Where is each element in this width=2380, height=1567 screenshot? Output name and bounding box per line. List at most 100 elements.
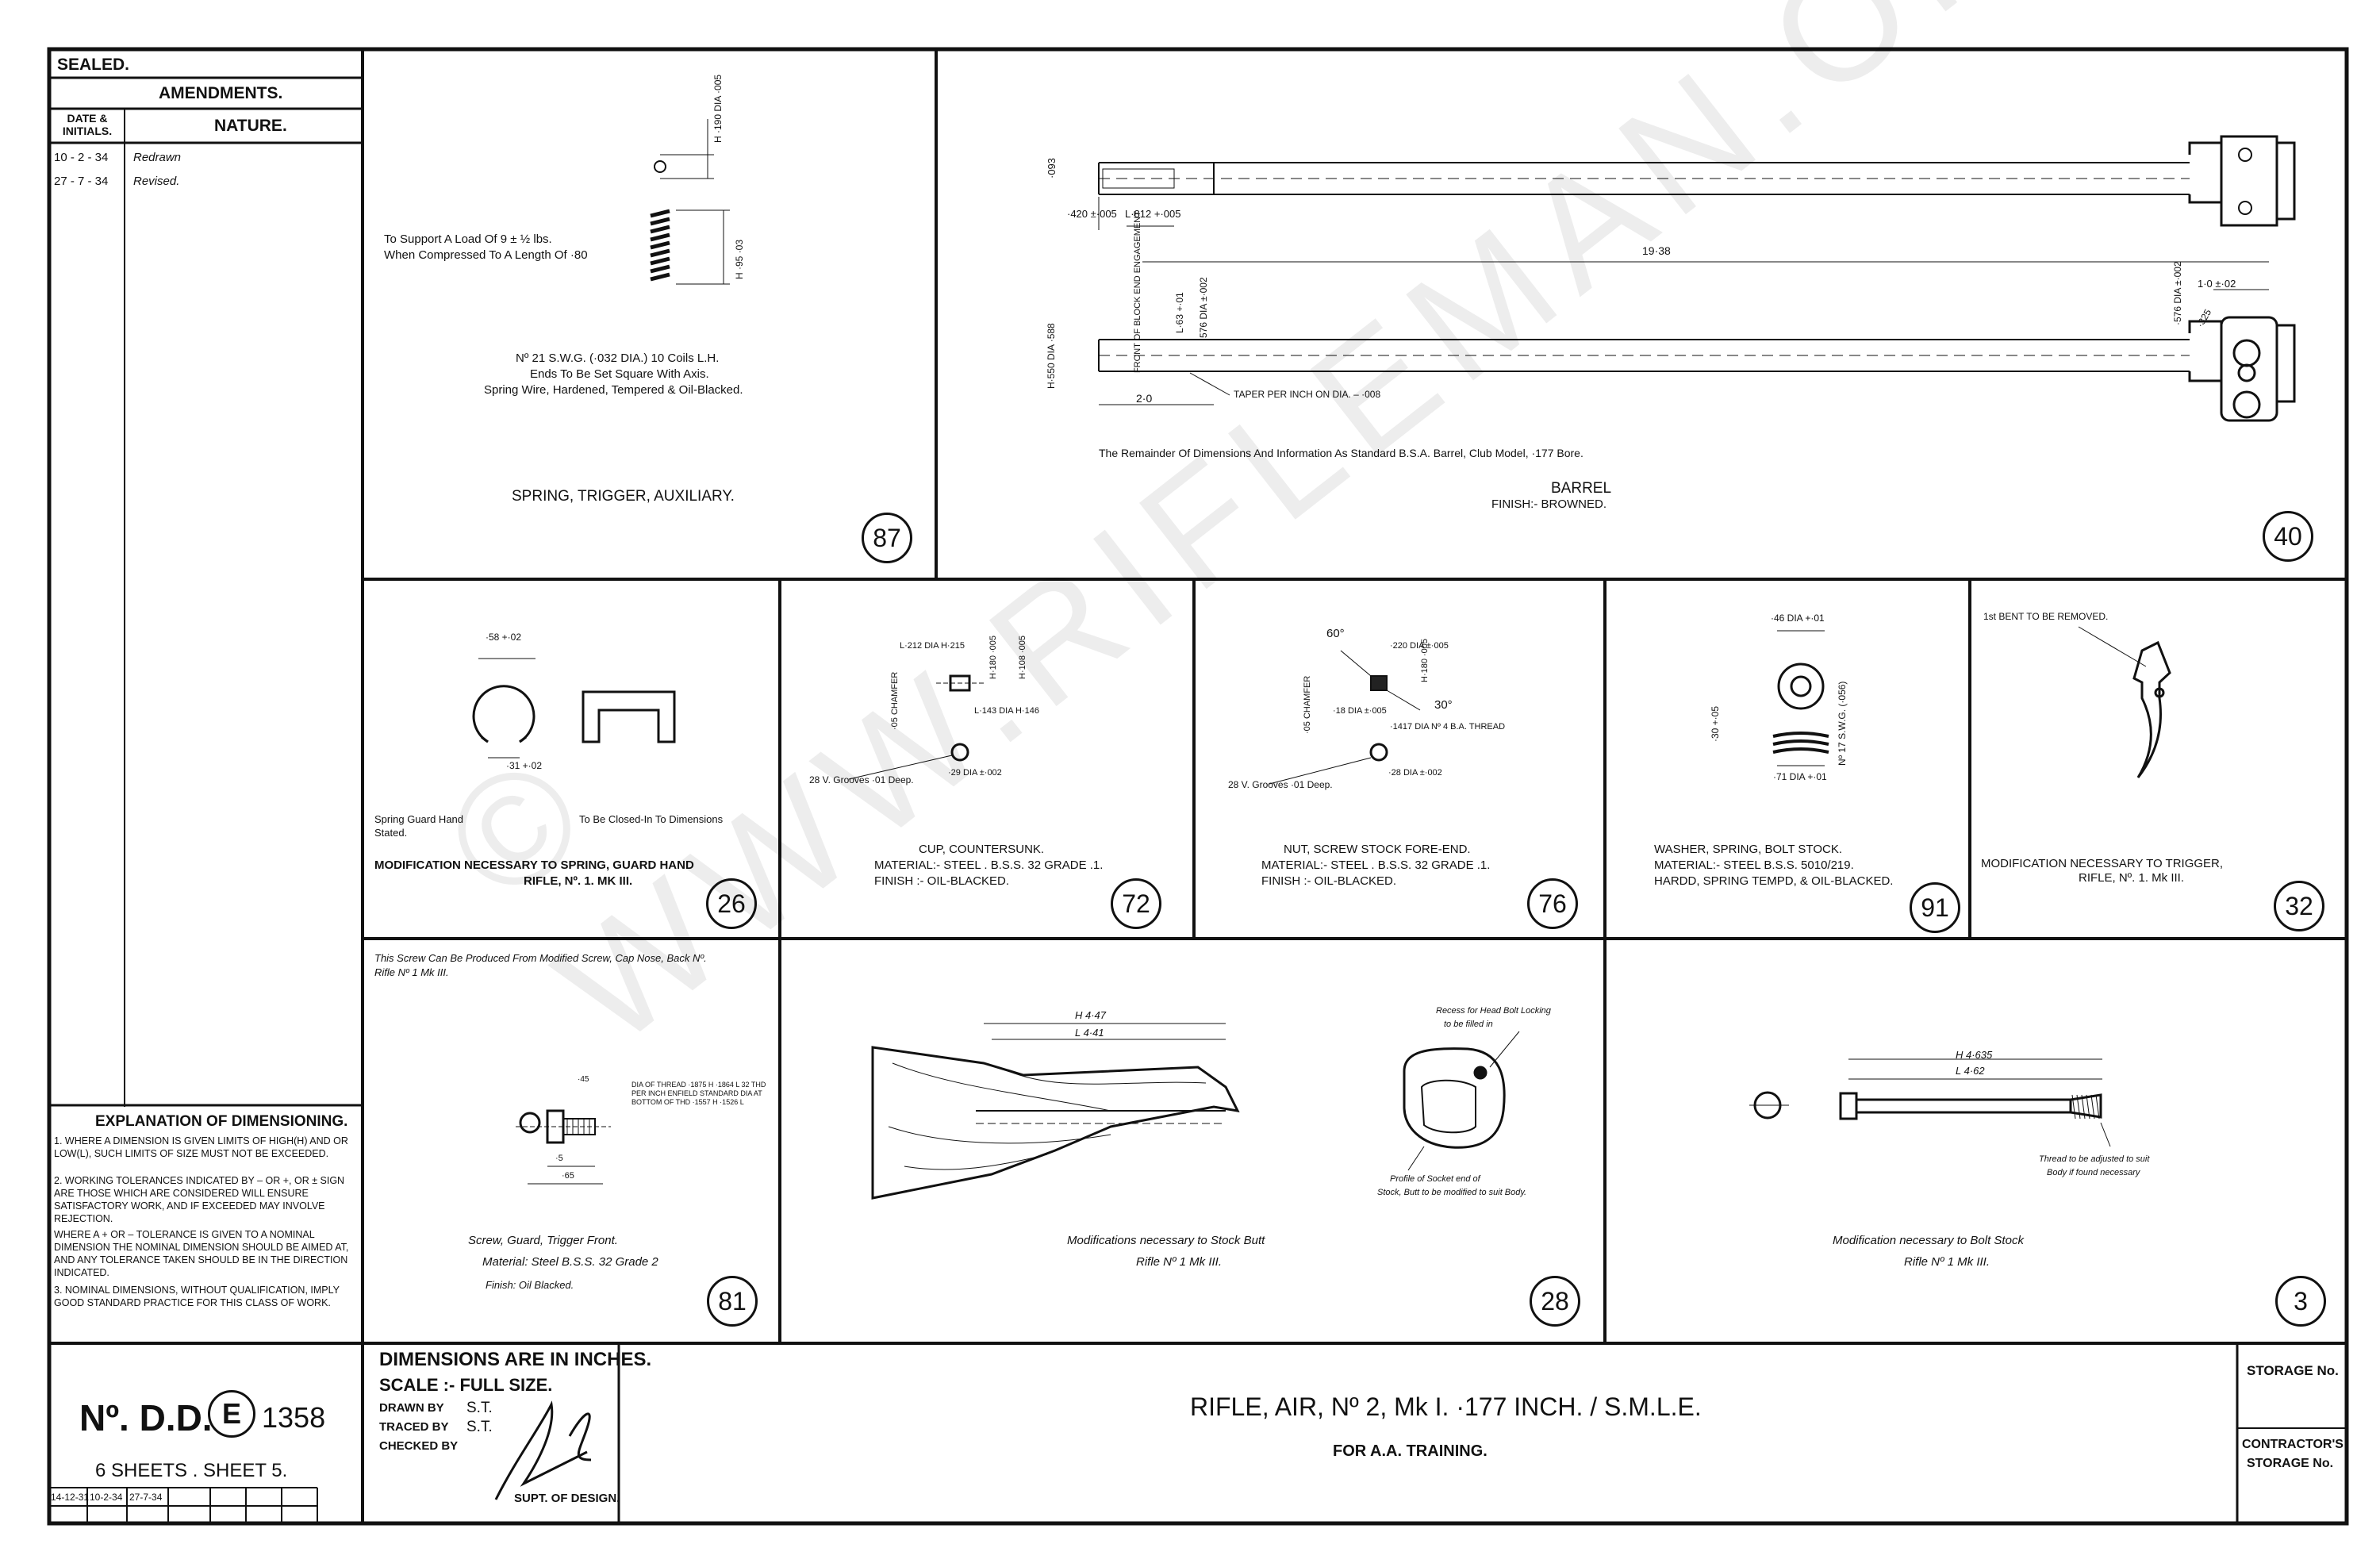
supt-of-design: SUPT. OF DESIGN.	[514, 1492, 620, 1505]
checked-by-label: CHECKED BY	[379, 1439, 459, 1453]
part-title: RIFLE, Nº. 1. MK III.	[524, 874, 633, 888]
nature-header: NATURE.	[214, 117, 287, 135]
barrel-dim: 2·0	[1136, 392, 1153, 405]
part-number: 32	[2274, 881, 2324, 931]
barrel-dim: ·093	[1046, 157, 1058, 179]
screw-dim: ·5	[555, 1154, 563, 1163]
spring-spec: Nº 21 S.W.G. (·032 DIA.) 10 Coils L.H.	[516, 351, 720, 365]
part-finish: Finish: Oil Blacked.	[486, 1279, 574, 1291]
washer-dim: ·46 DIA +·01	[1771, 613, 1825, 624]
load-note: When Compressed To A Length Of ·80	[384, 248, 588, 262]
part-material: MATERIAL:- STEEL . B.S.S. 32 GRADE .1.	[1261, 858, 1491, 872]
issue-date: 14-12-31	[51, 1492, 90, 1503]
traced-by-label: TRACED BY	[379, 1420, 449, 1434]
scale-note: SCALE :- FULL SIZE.	[379, 1375, 553, 1395]
cup-chamfer: ·05 CHAMFER	[890, 671, 900, 730]
trigger-note: 1st BENT TO BE REMOVED.	[1983, 611, 2109, 622]
contractor-storage-label: CONTRACTOR'S	[2242, 1438, 2344, 1451]
part-number: 40	[2263, 511, 2313, 562]
nut-dim: ·28 DIA ±·002	[1388, 768, 1442, 778]
part-material: MATERIAL:- STEEL . B.S.S. 32 GRADE .1.	[874, 858, 1104, 872]
part-title: SPRING, TRIGGER, AUXILIARY.	[512, 488, 735, 505]
amendment-date: 27 - 7 - 34	[54, 175, 109, 188]
thread-note: Body if found necessary	[2047, 1168, 2140, 1177]
nut-angle: 30°	[1434, 698, 1453, 712]
storage-no-label: STORAGE No.	[2247, 1363, 2339, 1378]
drawing-number: 1358	[262, 1401, 326, 1434]
part-title: WASHER, SPRING, BOLT STOCK.	[1654, 843, 1842, 856]
barrel-dim: ·576 DIA ±·002	[2172, 261, 2183, 325]
drawing-number-letter: E	[208, 1390, 255, 1438]
guard-hand-note: To Be Closed-In To Dimensions	[579, 813, 724, 825]
spring-dia-dim: H ·190 DIA ·005	[712, 74, 724, 143]
cup-dim: L·212 DIA H·215	[900, 641, 965, 651]
cup-dim: H·180 ·005	[988, 635, 998, 679]
part-material: MATERIAL:- STEEL B.S.S. 5010/219.	[1654, 858, 1854, 872]
cup-dim: H·108 ·005	[1018, 635, 1027, 679]
part-title: Rifle Nº 1 Mk III.	[1904, 1255, 1990, 1269]
load-note: To Support A Load Of 9 ± ½ lbs.	[384, 232, 552, 246]
screw-thread-note: DIA OF THREAD ·1875 H ·1864 L 32 THD PER…	[631, 1081, 766, 1106]
nut-dim: ·220 DIA ±·005	[1390, 641, 1449, 651]
barrel-taper-note: TAPER PER INCH ON DIA. – ·008	[1234, 389, 1381, 400]
date-initials-header: DATE & INITIALS.	[62, 112, 113, 137]
part-number: 26	[706, 878, 757, 929]
sheet-count: 6 SHEETS . SHEET 5.	[95, 1460, 288, 1481]
part-number: 72	[1111, 878, 1161, 929]
guard-hand-note: Stated.	[374, 827, 408, 839]
barrel-front-note: FRONT OF BLOCK END ENGAGEMENT	[1133, 211, 1142, 373]
part-number: 91	[1910, 882, 1960, 933]
traced-by: S.T.	[466, 1419, 493, 1435]
part-number: 76	[1527, 878, 1578, 929]
bolt-stock-dim: L 4·62	[1956, 1065, 1985, 1077]
issue-date: 27-7-34	[129, 1492, 163, 1503]
dimensions-note: DIMENSIONS ARE IN INCHES.	[379, 1349, 652, 1370]
barrel-drawing	[1098, 135, 2296, 422]
part-title: BARREL	[1551, 480, 1612, 497]
part-number: 28	[1530, 1276, 1580, 1327]
thread-note: Thread to be adjusted to suit	[2039, 1154, 2150, 1164]
nut-dim: ·1417 DIA Nº 4 B.A. THREAD	[1390, 722, 1506, 732]
barrel-dim: ·420 ±·005	[1067, 208, 1117, 220]
part-title: NUT, SCREW STOCK FORE-END.	[1284, 843, 1471, 856]
nut-grooves: 28 V. Grooves ·01 Deep.	[1228, 779, 1333, 790]
cup-dim: ·29 DIA ±·002	[948, 768, 1002, 778]
recess-note: Recess for Head Bolt Locking	[1436, 1006, 1551, 1016]
stock-butt-dim: H 4·47	[1075, 1009, 1107, 1021]
drawing-number-prefix: Nº. D.D.	[79, 1397, 213, 1438]
part-number: 81	[707, 1276, 758, 1327]
barrel-dim: H·550 DIA ·588	[1046, 323, 1057, 389]
part-material: Material: Steel B.S.S. 32 Grade 2	[482, 1255, 658, 1269]
part-title: RIFLE, Nº. 1. Mk III.	[2079, 871, 2185, 885]
guard-hand-dim: ·31 +·02	[506, 760, 543, 771]
part-finish: FINISH :- OIL-BLACKED.	[1261, 874, 1397, 888]
sealed-label: SEALED.	[57, 56, 130, 74]
washer-dim: ·30 +·05	[1710, 705, 1721, 742]
screw-dim: ·65	[562, 1171, 574, 1181]
part-finish: FINISH:- BROWNED.	[1491, 497, 1606, 511]
barrel-dim: 1·0 ±·02	[2198, 278, 2236, 290]
washer-drawing	[1772, 630, 1829, 766]
spring-length-dim: H ·95 ·03	[734, 239, 745, 279]
barrel-dim: 19·38	[1642, 244, 1671, 257]
amendment-nature: Redrawn	[133, 151, 182, 164]
spring-drawing	[650, 119, 730, 285]
guard-hand-note: Spring Guard Hand	[374, 813, 464, 825]
screw-note: This Screw Can Be Produced From Modified…	[374, 952, 707, 964]
part-number: 87	[862, 513, 912, 563]
screw-note: Rifle Nº 1 Mk III.	[374, 966, 449, 978]
profile-note: Profile of Socket end of	[1390, 1174, 1480, 1184]
stock-butt-dim: L 4·41	[1075, 1027, 1104, 1039]
part-finish: HARDD, SPRING TEMPD, & OIL-BLACKED.	[1654, 874, 1894, 888]
spring-guard-hand-drawing	[472, 658, 676, 759]
recess-note: to be filled in	[1444, 1020, 1493, 1029]
dimensioning-item: 1. WHERE A DIMENSION IS GIVEN LIMITS OF …	[54, 1135, 348, 1159]
outer-border	[47, 47, 2349, 1526]
bolt-stock-dim: H 4·635	[1956, 1049, 1993, 1061]
part-title: CUP, COUNTERSUNK.	[919, 843, 1045, 856]
cup-dim: L·143 DIA H·146	[974, 706, 1039, 716]
part-title: Modification necessary to Bolt Stock	[1833, 1234, 2024, 1247]
drawn-by: S.T.	[466, 1400, 493, 1416]
cup-grooves: 28 V. Grooves ·01 Deep.	[809, 774, 914, 785]
